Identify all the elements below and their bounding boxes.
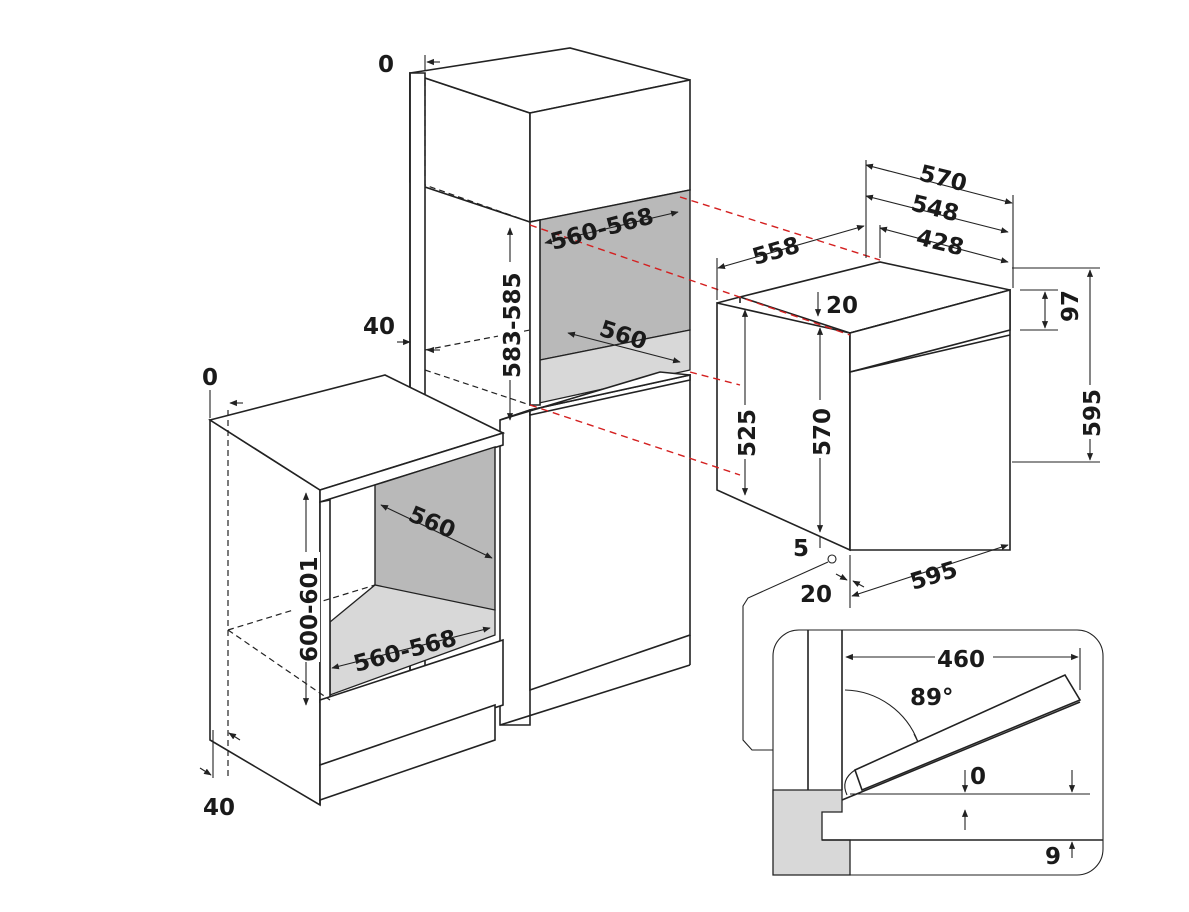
tall-cabinet [409,47,691,726]
open-door [854,673,1082,792]
oven-width-label: 595 [907,557,961,596]
base-niche-height-label: 600-601 [297,556,323,662]
door-clearance-bottom-label: 9 [1045,844,1061,870]
oven-top-depth-label: 428 [914,225,967,262]
door-angle-label: 89° [910,685,954,711]
base-cabinet [208,374,506,807]
oven-overall-height-label: 595 [1080,389,1106,437]
oven-unit [716,261,1011,552]
oven-body-height-label: 570 [810,408,836,456]
door-detail-callout: 460 89° 0 9 [742,554,1104,876]
oven-body-depth-label: 548 [909,191,962,228]
oven-side-height-label: 525 [735,409,761,457]
base-top-offset-label: 0 [202,365,218,391]
tall-side-offset-label: 40 [363,314,395,340]
oven-top-gap-label: 20 [826,293,858,319]
oven-side-depth-label: 558 [749,233,802,271]
door-clearance-top-label: 0 [970,764,986,790]
oven-control-panel [849,288,1011,374]
door-length-label: 460 [937,647,985,673]
oven-front-gap-label: 5 [793,536,809,562]
oven-front-offset-label: 20 [800,582,832,608]
tall-niche-height-label: 583-585 [500,272,526,378]
oven-overall-depth-label: 570 [917,161,970,198]
tall-top-offset-label: 0 [378,52,394,78]
base-bottom-offset-label: 40 [203,795,235,821]
oven-panel-height-label: 97 [1058,290,1084,322]
